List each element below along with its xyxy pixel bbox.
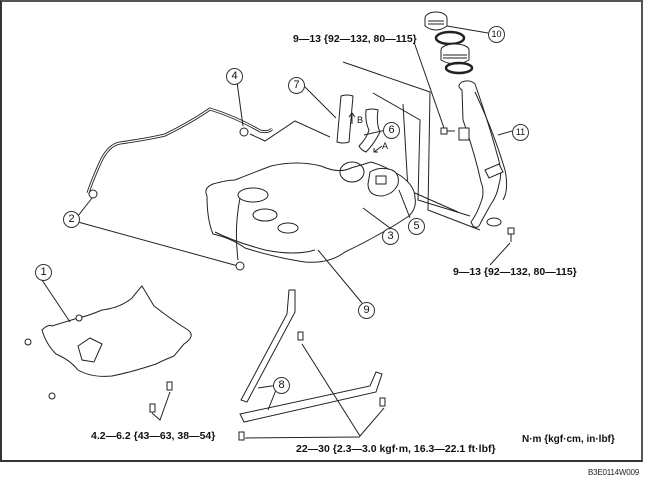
bolt [24,338,32,346]
bolt [297,331,304,341]
torque-label-straps: 22—30 {2.3—3.0 kgf·m, 16.3—22.1 ft·lbf} [296,443,496,455]
pump-clamp-ring [339,161,365,183]
routing-line [249,120,331,142]
callout-1: 1 [35,264,52,281]
bolt [48,392,56,400]
leader-7 [303,85,337,119]
filler-pipe [458,80,502,228]
filler-bracket [458,127,470,141]
callout-8: 8 [273,377,290,394]
o-ring-upper [434,30,466,46]
bolt [238,431,245,441]
leader-6 [363,129,387,136]
leader-11 [497,130,513,136]
figure-code: B3E0114W009 [587,468,639,477]
routing-line [342,61,481,231]
callout-9: 9 [358,302,375,319]
bolt [379,397,386,407]
bolt [507,227,515,242]
callout-11: 11 [512,124,529,141]
tank-strap-lower [239,371,383,423]
bolt [166,381,173,391]
callout-3: 3 [382,228,399,245]
leader-torque-bottom [489,242,511,266]
leader-torque-cover [151,391,171,421]
leader-3 [362,207,391,229]
leader-2 [77,197,93,217]
units-legend: N·m {kgf·cm, in·lbf} [522,434,615,445]
bolt [149,403,156,413]
callout-10: 10 [488,26,505,43]
torque-label-filler-bottom: 9—13 {92—132, 80—115} [453,266,577,278]
callout-5: 5 [408,218,425,235]
leader-4 [236,81,244,127]
leader-torque-top [413,41,445,129]
filler-neck-cap [440,43,470,65]
leader-2b [77,221,239,267]
torque-label-filler-top: 9—13 {92—132, 80—115} [293,33,417,45]
fuel-pump-unit [367,167,399,197]
callout-2: 2 [63,211,80,228]
callout-4: 4 [226,68,243,85]
tank-strap-upper [240,289,296,403]
routing-line [372,92,471,217]
filler-cap [424,11,448,31]
callout-6: 6 [383,122,400,139]
direction-label-a: A [382,141,389,151]
hose-6 [358,108,381,153]
leader-torque-straps [301,343,385,437]
callout-7: 7 [288,77,305,94]
leader-5 [398,189,411,219]
diagram-frame [0,0,643,462]
arrow-b [348,112,356,124]
bolt [75,314,83,322]
direction-label-b: B [357,115,364,125]
hose-7 [336,94,354,144]
bolt [440,127,455,135]
o-ring-lower [444,61,474,75]
leader-9 [317,249,363,304]
torque-label-cover: 4.2—6.2 {43—63, 38—54} [91,430,216,442]
under-cover [41,285,192,377]
leader-1 [39,276,71,323]
leader-10 [446,25,489,34]
arrow-a [373,145,383,153]
fuel-tank [205,161,416,263]
